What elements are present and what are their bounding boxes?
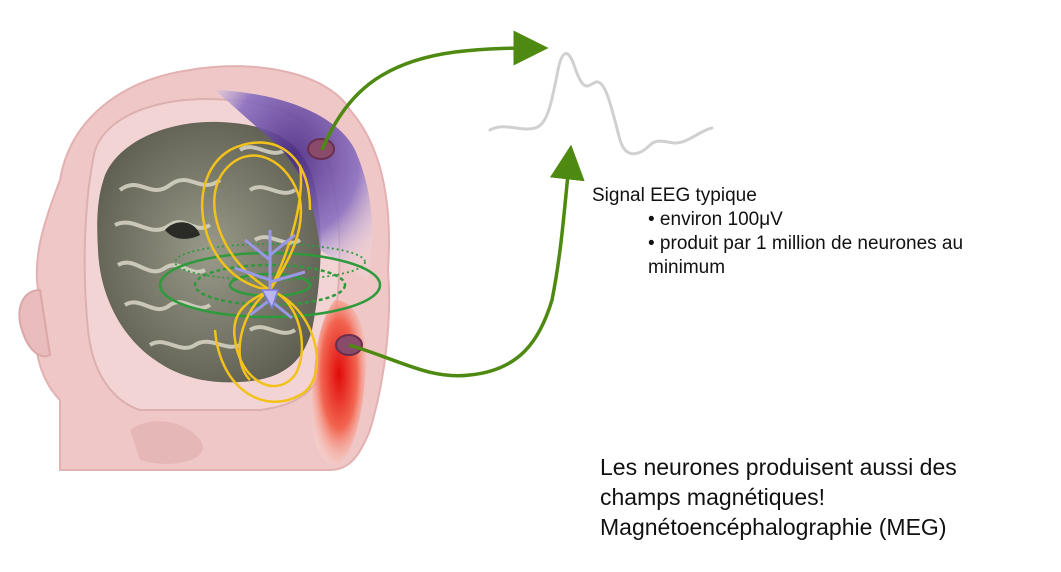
eeg-neurons-bullet: • produit par 1 million de neurones au (648, 233, 964, 254)
ventricles (165, 222, 200, 239)
eeg-signal-description: Signal EEG typique • environ 100μV • pro… (592, 184, 963, 280)
eeg-title: Signal EEG typique (592, 185, 757, 206)
arrow-bottom-to-signal (348, 144, 585, 378)
meg-line-1: Les neurones produisent aussi des (600, 454, 957, 480)
meg-line-3: Magnétoencéphalographie (MEG) (600, 514, 947, 540)
jaw-detail (130, 421, 203, 464)
eeg-waveform (488, 52, 714, 156)
neuron-soma (260, 289, 280, 310)
eeg-neurons-bullet-cont: minimum (648, 257, 726, 278)
meg-line-2: champs magnétiques! (600, 484, 826, 510)
positive-potential-region (215, 90, 373, 280)
meg-note: Les neurones produisent aussi des champs… (600, 452, 957, 542)
ear (18, 288, 52, 358)
electric-field-lines (200, 141, 319, 404)
pyramidal-neuron (234, 230, 306, 320)
eeg-amplitude-bullet: • environ 100μV (648, 209, 783, 230)
arrow-top-to-signal (320, 30, 549, 151)
